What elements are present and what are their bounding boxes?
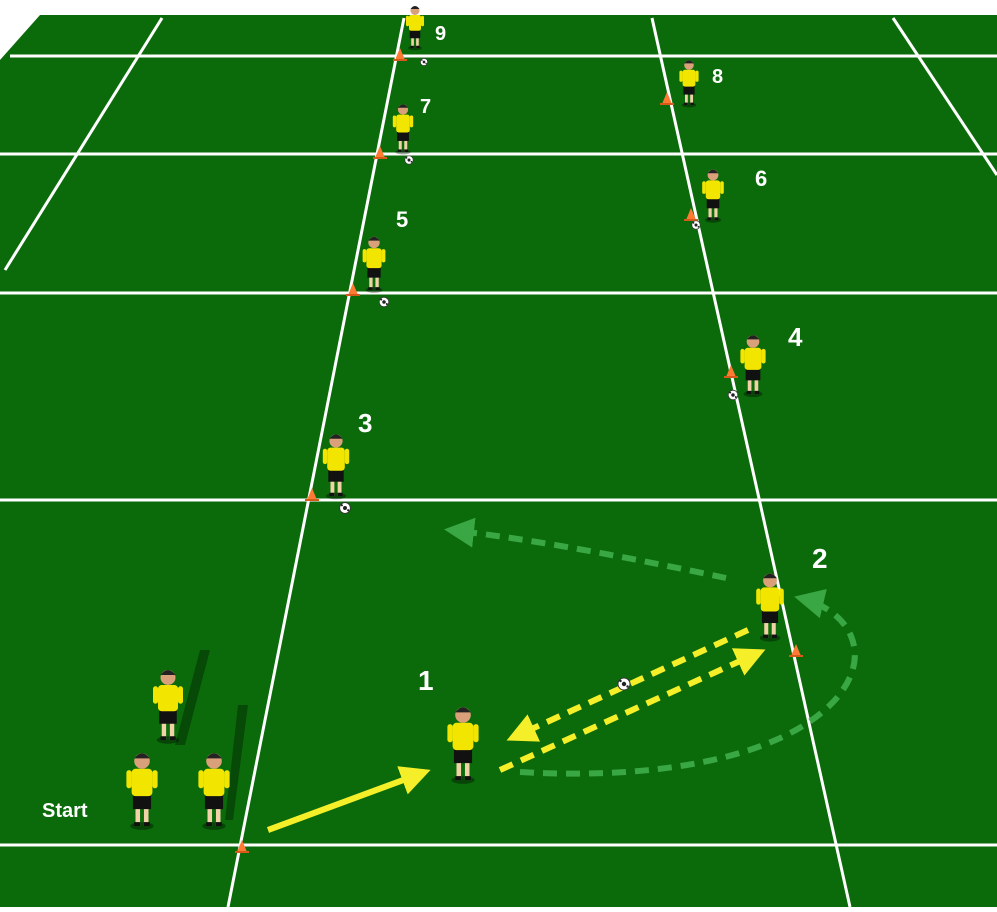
ball	[405, 156, 413, 164]
ball	[420, 58, 427, 65]
ball	[379, 297, 389, 307]
player-number-label: 6	[755, 166, 767, 191]
start-label: Start	[42, 800, 88, 822]
ball	[728, 390, 738, 400]
player-number-label: 1	[418, 665, 434, 696]
player-number-label: 4	[788, 322, 803, 352]
ball	[340, 503, 351, 514]
player-number-label: 7	[420, 96, 431, 118]
field-edge	[0, 0, 997, 15]
player-number-label: 8	[712, 66, 723, 88]
ball	[692, 221, 700, 229]
player-number-label: 5	[396, 207, 408, 232]
player-number-label: 3	[358, 408, 372, 438]
ball	[618, 678, 630, 690]
player-number-label: 9	[435, 23, 446, 45]
player-number-label: 2	[812, 543, 828, 574]
